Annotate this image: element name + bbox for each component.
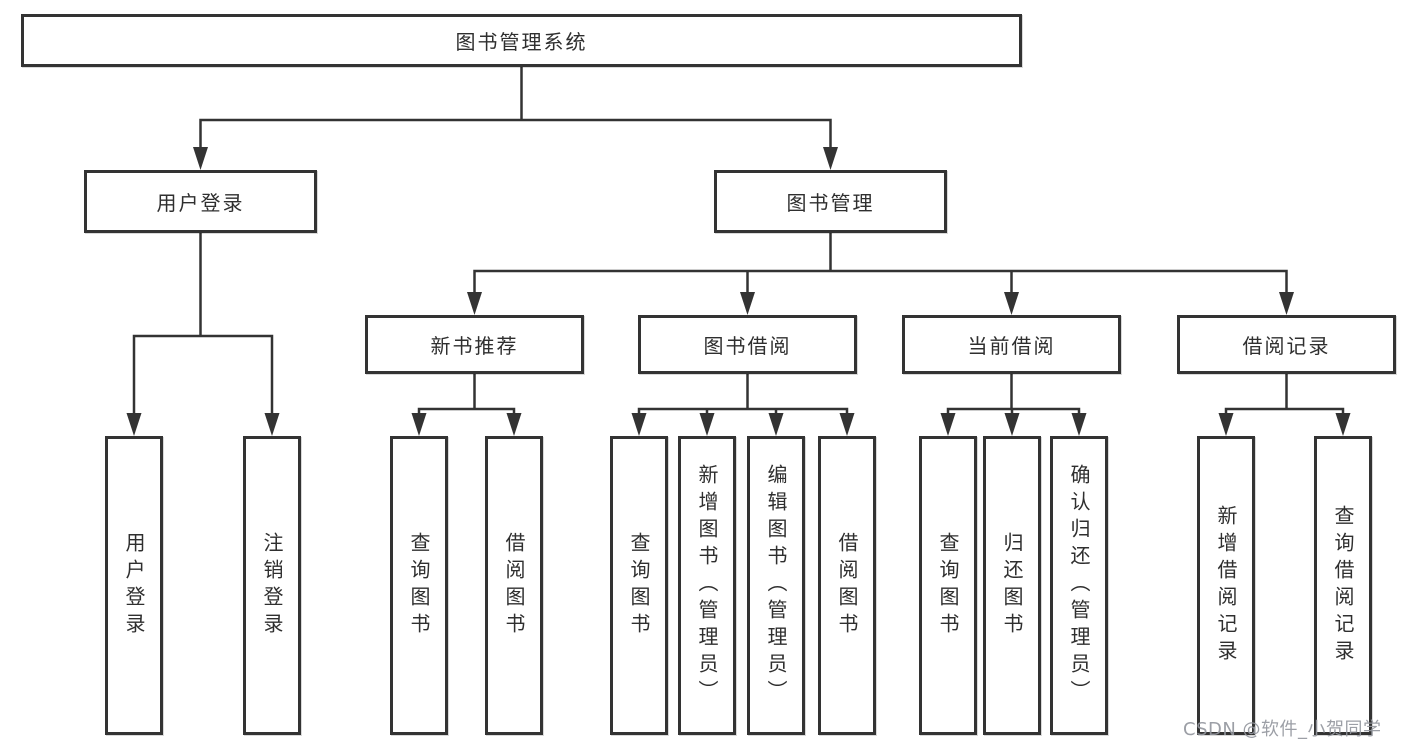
arrowhead-confirm-return: [1071, 413, 1087, 436]
arrowhead-leaf-logout: [264, 413, 280, 436]
arrowhead-new-books: [467, 292, 482, 315]
node-label: 归还图书: [1000, 531, 1024, 640]
edge-level2-rail: [199, 118, 832, 152]
arrowhead-borrow-books: [839, 413, 855, 436]
node-label: 注销登录: [260, 531, 284, 640]
node-label: 图书管理: [786, 191, 875, 215]
arrowhead-book-borrowing: [740, 292, 755, 315]
leaf-user-login: 用户登录: [105, 436, 163, 735]
arrowhead-edit-books: [768, 413, 784, 436]
arrowhead-return-books: [1004, 413, 1020, 436]
arrowhead-query-borrow-record: [1335, 413, 1351, 436]
node-book-management: 图书管理: [714, 170, 947, 233]
node-label: 用户登录: [156, 191, 245, 215]
node-label: 新增图书（管理员）: [695, 464, 719, 707]
arrowhead-new-borrow-books: [506, 413, 522, 436]
arrowhead-new-query-books: [411, 413, 427, 436]
edge-book-borrowing-rail: [637, 407, 849, 418]
leaf-new-query-books: 查询图书: [390, 436, 448, 735]
leaf-add-borrow-record: 新增借阅记录: [1197, 436, 1255, 735]
node-new-books-recommend: 新书推荐: [365, 315, 584, 374]
leaf-logout: 注销登录: [243, 436, 301, 735]
arrowhead-borrow-query-books: [631, 413, 647, 436]
csdn-watermark: CSDN @软件_小贺同学: [1183, 719, 1382, 740]
edge-level3-rail: [473, 269, 1288, 297]
leaf-query-borrow-record: 查询借阅记录: [1314, 436, 1372, 735]
node-label: 借阅图书: [835, 531, 859, 640]
node-label: 新增借阅记录: [1214, 504, 1238, 667]
edge-user-login-rail: [132, 334, 274, 418]
edge-borrow-records-rail: [1224, 407, 1345, 418]
node-user-login: 用户登录: [84, 170, 317, 233]
leaf-new-borrow-books: 借阅图书: [485, 436, 543, 735]
node-label: 查询图书: [407, 531, 431, 640]
node-label: 借阅记录: [1242, 334, 1331, 358]
node-label: 查询图书: [936, 531, 960, 640]
node-label: 查询图书: [627, 531, 651, 640]
leaf-return-books: 归还图书: [983, 436, 1041, 735]
arrowhead-borrow-records: [1279, 292, 1294, 315]
node-label: 新书推荐: [430, 334, 519, 358]
node-borrow-records: 借阅记录: [1177, 315, 1396, 374]
arrowhead-add-borrow-record: [1218, 413, 1234, 436]
edge-new-books-rail: [417, 407, 516, 418]
leaf-borrow-books: 借阅图书: [818, 436, 876, 735]
node-library-management-system: 图书管理系统: [21, 14, 1022, 67]
node-label: 确认归还（管理员）: [1067, 464, 1091, 707]
node-label: 编辑图书（管理员）: [764, 464, 788, 707]
leaf-add-books-admin: 新增图书（管理员）: [678, 436, 736, 735]
leaf-confirm-return-admin: 确认归还（管理员）: [1050, 436, 1108, 735]
node-label: 图书借阅: [703, 334, 792, 358]
node-label: 用户登录: [122, 531, 146, 640]
node-book-borrowing: 图书借阅: [638, 315, 857, 374]
leaf-borrow-query-books: 查询图书: [610, 436, 668, 735]
node-label: 借阅图书: [502, 531, 526, 640]
arrowhead-leaf-user-login: [126, 413, 142, 436]
leaf-current-query-books: 查询图书: [919, 436, 977, 735]
node-label: 查询借阅记录: [1331, 504, 1355, 667]
arrowhead-book-management: [823, 147, 838, 170]
arrowhead-current-query-books: [940, 413, 956, 436]
arrowhead-add-books: [699, 413, 715, 436]
node-current-borrowing: 当前借阅: [902, 315, 1121, 374]
arrowhead-current-borrowing: [1004, 292, 1019, 315]
leaf-edit-books-admin: 编辑图书（管理员）: [747, 436, 805, 735]
arrowhead-user-login: [193, 147, 208, 170]
node-label: 当前借阅: [967, 334, 1056, 358]
node-label: 图书管理系统: [455, 30, 588, 54]
